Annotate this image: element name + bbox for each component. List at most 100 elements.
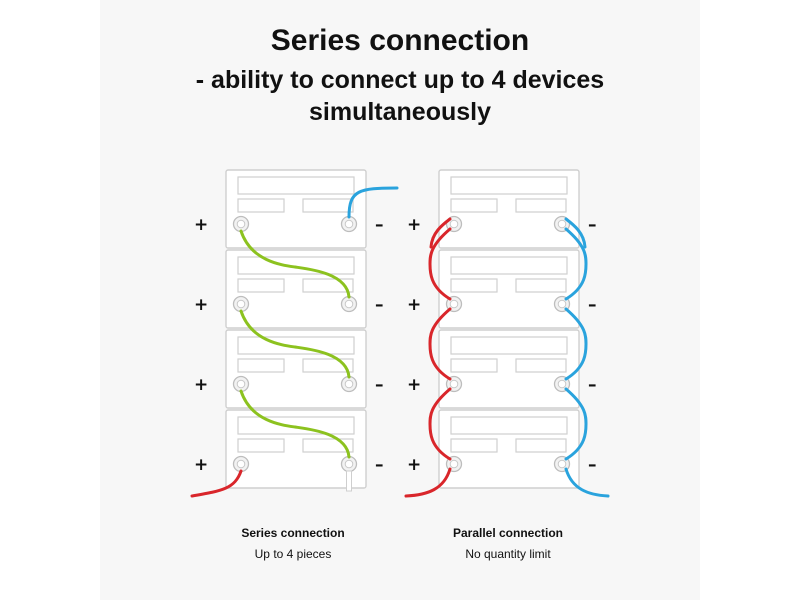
battery-slot-right <box>515 198 567 213</box>
battery-slot-left <box>450 358 498 373</box>
series-plus-label: + <box>194 295 208 315</box>
battery-label-slot <box>450 176 568 195</box>
parallel-plus-label: + <box>407 295 421 315</box>
positive-terminal <box>232 375 250 393</box>
parallel-plus-label: + <box>407 215 421 235</box>
parallel-minus-label: – <box>588 215 597 235</box>
positive-terminal <box>232 215 250 233</box>
parallel-battery <box>438 329 580 409</box>
terminal-bolt <box>557 379 567 389</box>
negative-terminal <box>340 455 358 473</box>
battery-slot-left <box>237 198 285 213</box>
parallel-positive-lead <box>404 467 452 498</box>
terminal-bolt <box>557 459 567 469</box>
battery-slot-left <box>237 358 285 373</box>
battery-slot-left <box>237 438 285 453</box>
parallel-battery <box>438 169 580 249</box>
series-battery <box>225 249 367 329</box>
positive-terminal <box>232 295 250 313</box>
parallel-battery <box>438 409 580 489</box>
series-link-wire <box>239 309 351 379</box>
battery-body <box>225 169 367 249</box>
page-subtitle-line1: - ability to connect up to 4 devices <box>195 66 605 94</box>
parallel-positive-wire <box>428 307 452 381</box>
negative-terminal <box>340 215 358 233</box>
battery-slot-left <box>450 438 498 453</box>
series-plus-label: + <box>194 215 208 235</box>
series-terminal-tab <box>346 470 352 492</box>
series-connection-diagram: +–+–+–+– <box>190 169 399 498</box>
terminal-bolt <box>236 299 246 309</box>
parallel-negative-lead <box>564 467 610 498</box>
parallel-connection-diagram: + – + – + – + – <box>404 169 610 498</box>
battery-label-slot <box>237 416 355 435</box>
battery-body <box>225 249 367 329</box>
parallel-caption-title: Parallel connection <box>452 526 564 540</box>
terminal-bolt <box>449 459 459 469</box>
battery-label-slot <box>237 336 355 355</box>
series-minus-label: – <box>375 455 384 475</box>
parallel-positive-top <box>429 217 452 249</box>
series-battery <box>225 409 367 489</box>
terminal-bolt <box>449 299 459 309</box>
terminal-bolt <box>557 219 567 229</box>
battery-label-slot <box>237 176 355 195</box>
terminal-bolt <box>236 459 246 469</box>
parallel-positive-wire <box>428 387 452 461</box>
battery-body <box>438 169 580 249</box>
battery-slot-right <box>302 278 354 293</box>
battery-slot-left <box>450 198 498 213</box>
series-negative-lead <box>347 186 399 219</box>
series-link-wire <box>239 229 351 299</box>
terminal-bolt <box>344 299 354 309</box>
battery-slot-left <box>237 278 285 293</box>
terminal-bolt <box>344 219 354 229</box>
series-battery <box>225 329 367 409</box>
battery-slot-right <box>515 438 567 453</box>
parallel-positive-wire <box>428 227 452 301</box>
battery-label-slot <box>237 256 355 275</box>
battery-slot-left <box>450 278 498 293</box>
terminal-bolt <box>449 219 459 229</box>
series-positive-lead <box>190 469 243 498</box>
negative-terminal <box>340 295 358 313</box>
battery-body <box>438 329 580 409</box>
parallel-minus-label: – <box>588 455 597 475</box>
parallel-minus-label: – <box>588 375 597 395</box>
battery-label-slot <box>450 336 568 355</box>
battery-label-slot <box>450 416 568 435</box>
parallel-caption-subtitle: No quantity limit <box>465 547 551 561</box>
terminal-bolt <box>557 299 567 309</box>
terminal-bolt <box>449 379 459 389</box>
series-plus-label: + <box>194 375 208 395</box>
battery-slot-right <box>515 278 567 293</box>
content-panel <box>100 0 700 600</box>
terminal-bolt <box>236 219 246 229</box>
page-subtitle-line2: simultaneously <box>309 98 491 126</box>
parallel-plus-label: + <box>407 375 421 395</box>
parallel-battery <box>438 249 580 329</box>
battery-body <box>225 409 367 489</box>
terminal-bolt <box>344 379 354 389</box>
parallel-minus-label: – <box>588 295 597 315</box>
battery-slot-right <box>302 358 354 373</box>
battery-slot-right <box>302 438 354 453</box>
positive-terminal <box>232 455 250 473</box>
terminal-bolt <box>236 379 246 389</box>
parallel-negative-wire <box>564 227 588 301</box>
negative-terminal <box>340 375 358 393</box>
series-link-wire <box>239 389 351 459</box>
series-minus-label: – <box>375 215 384 235</box>
battery-body <box>225 329 367 409</box>
terminal-bolt <box>344 459 354 469</box>
battery-slot-right <box>302 198 354 213</box>
parallel-negative-wire <box>564 307 588 381</box>
series-plus-label: + <box>194 455 208 475</box>
series-caption-title: Series connection <box>241 526 345 540</box>
series-battery <box>225 169 367 249</box>
parallel-negative-top <box>564 217 587 249</box>
parallel-plus-label: + <box>407 455 421 475</box>
battery-body <box>438 409 580 489</box>
battery-label-slot <box>450 256 568 275</box>
